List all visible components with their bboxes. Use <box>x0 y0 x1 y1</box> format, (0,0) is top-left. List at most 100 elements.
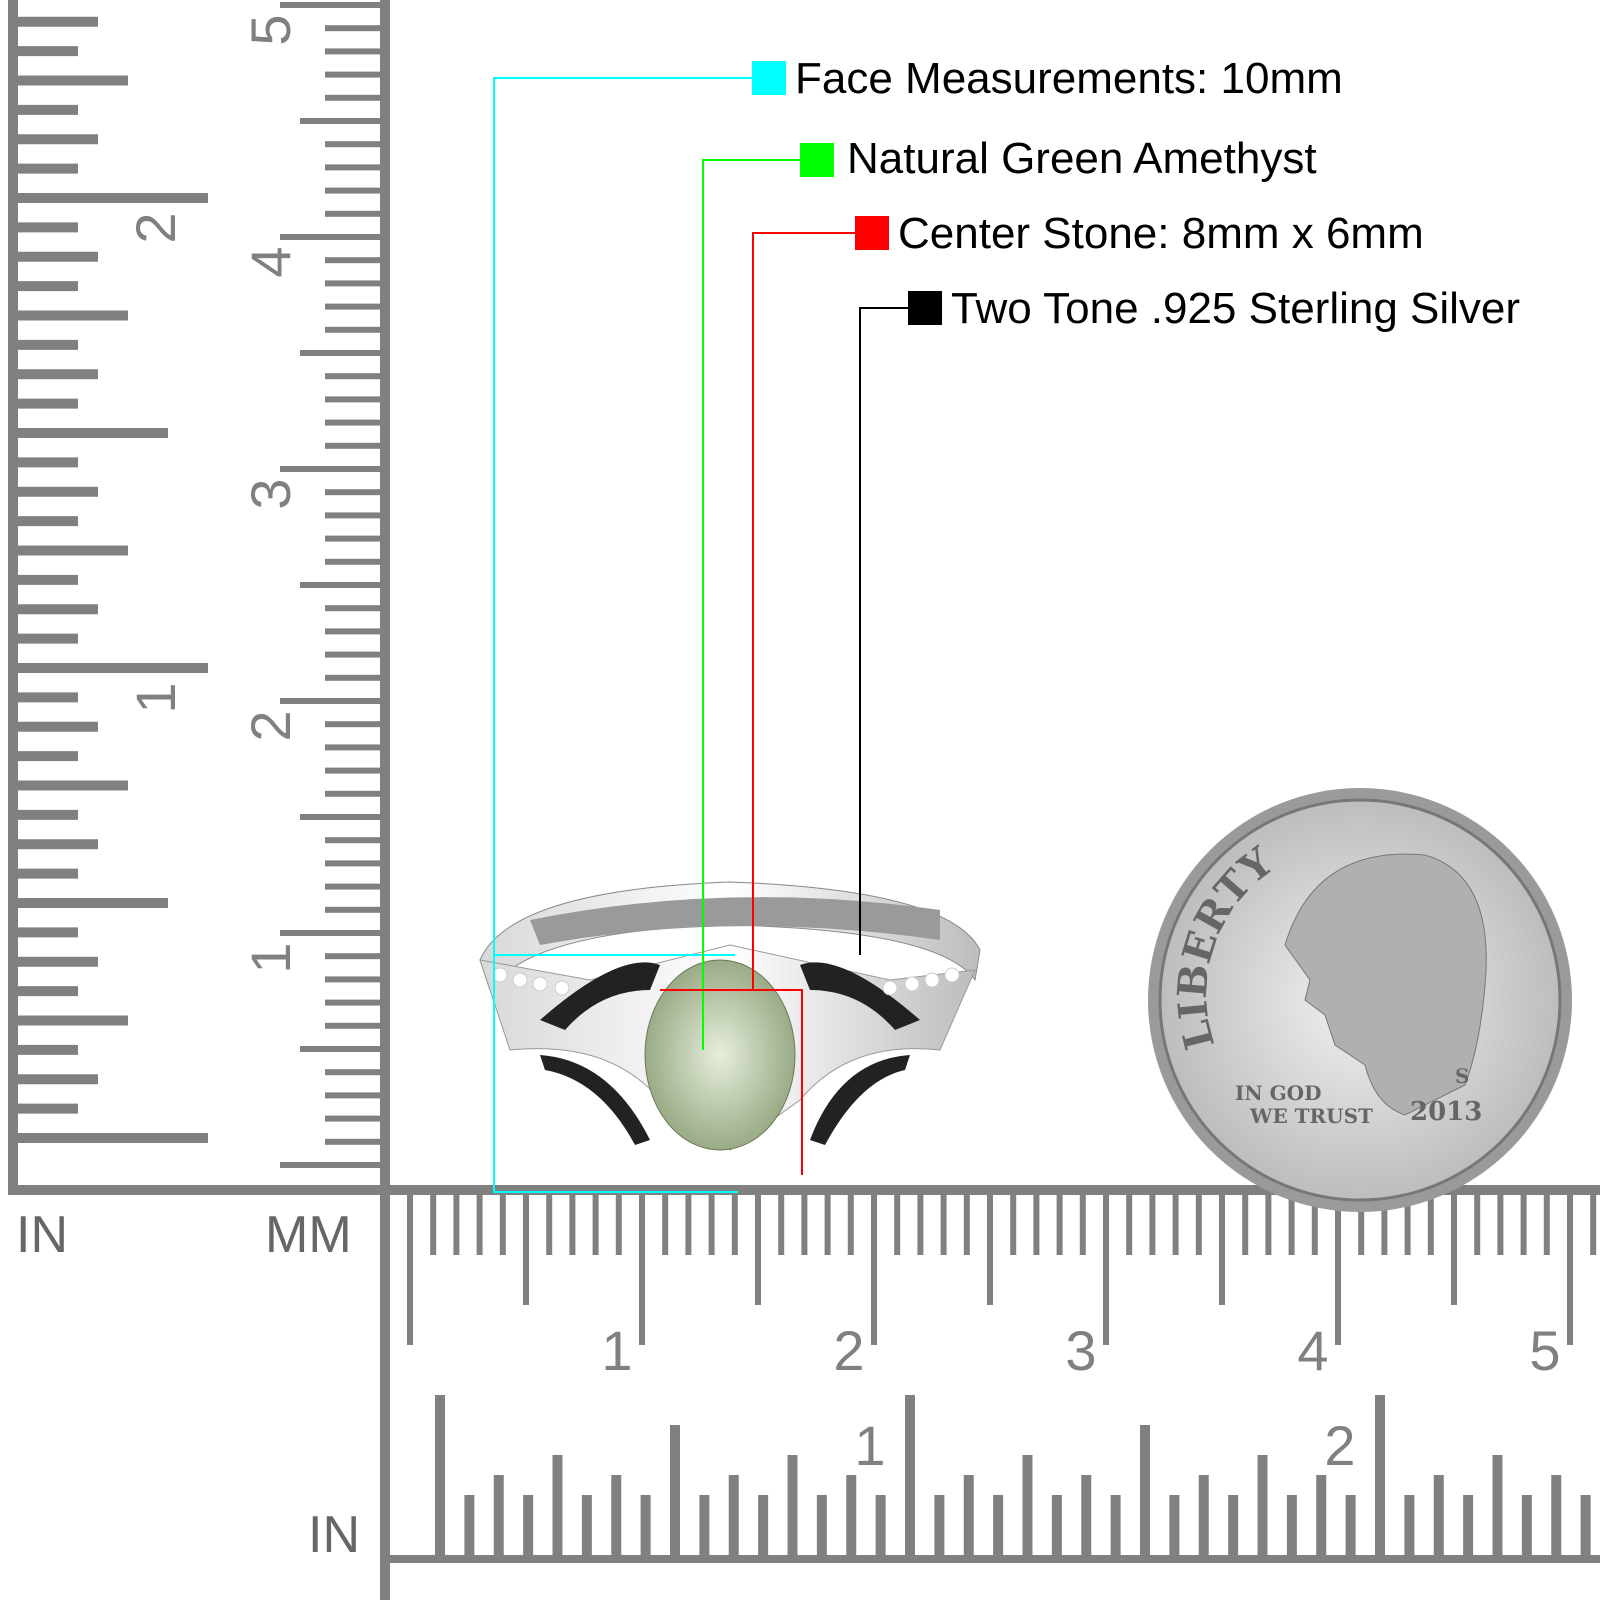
inch-tick <box>816 1495 827 1555</box>
mm-tick <box>280 698 380 704</box>
vertical-ruler-edge-right <box>380 0 390 1600</box>
coin-motto-1: IN GOD <box>1235 1081 1321 1105</box>
inch-tick <box>1551 1475 1562 1555</box>
inch-tick <box>18 986 78 997</box>
ruler-divider <box>8 1185 1600 1195</box>
mm-tick <box>1497 1195 1504 1255</box>
mm-tick <box>1520 1195 1527 1255</box>
mm-tick <box>325 71 380 78</box>
legend-text: Center Stone: 8mm x 6mm <box>898 209 1424 258</box>
inch-tick <box>1492 1455 1503 1555</box>
mm-tick <box>1567 1195 1573 1345</box>
mm-tick <box>940 1195 947 1255</box>
inch-tick <box>18 222 78 233</box>
ring-image <box>479 881 981 1151</box>
mm-tick <box>1056 1195 1063 1255</box>
mm-tick <box>325 558 380 565</box>
mm-tick <box>325 860 380 867</box>
mm-tick <box>325 721 380 728</box>
mm-tick <box>1172 1195 1179 1255</box>
mm-tick <box>1219 1195 1225 1305</box>
inch-tick <box>18 75 128 86</box>
mm-tick <box>280 466 380 472</box>
mm-tick <box>1149 1195 1156 1255</box>
mm-tick <box>847 1195 854 1255</box>
inch-tick <box>758 1495 769 1555</box>
mm-tick <box>1010 1195 1017 1255</box>
inch-tick <box>699 1495 710 1555</box>
inch-tick <box>993 1495 1004 1555</box>
mm-tick <box>523 1195 529 1305</box>
inch-tick <box>18 1103 78 1114</box>
inch-tick <box>18 780 128 791</box>
inch-tick <box>581 1495 592 1555</box>
inch-tick <box>1286 1495 1297 1555</box>
mm-tick <box>801 1195 808 1255</box>
inch-tick <box>1051 1495 1062 1555</box>
horizontal-ruler-edge-bottom <box>380 1555 1600 1563</box>
mm-tick <box>1404 1195 1411 1255</box>
inch-tick <box>18 104 78 115</box>
mm-tick <box>325 94 380 101</box>
mm-tick <box>592 1195 599 1255</box>
inch-tick <box>18 339 78 350</box>
mm-tick <box>280 2 380 8</box>
cm-label: 1 <box>239 942 302 973</box>
inch-tick <box>1580 1495 1591 1555</box>
inch-tick <box>18 16 98 27</box>
cm-label: 3 <box>1065 1319 1096 1382</box>
inch-label: 2 <box>1324 1414 1355 1477</box>
mm-tick <box>325 883 380 890</box>
black-stones-right <box>800 962 920 1145</box>
cm-label: 1 <box>601 1319 632 1382</box>
mm-tick <box>300 350 380 356</box>
center-stone <box>644 959 796 1151</box>
inch-tick <box>464 1495 475 1555</box>
mm-tick <box>778 1195 785 1255</box>
cm-label: 4 <box>239 246 302 277</box>
gem-leader <box>702 159 800 1050</box>
metal-leader <box>859 307 908 955</box>
inch-tick <box>963 1475 974 1555</box>
inch-tick <box>18 516 78 527</box>
coin-motto-2: WE TRUST <box>1249 1104 1373 1128</box>
inch-tick <box>18 398 78 409</box>
mm-tick <box>325 674 380 681</box>
mm-tick <box>325 25 380 32</box>
inch-tick <box>18 193 208 203</box>
inch-tick <box>934 1495 945 1555</box>
mm-tick <box>1451 1195 1457 1305</box>
mm-tick <box>639 1195 645 1345</box>
cm-label: 5 <box>1529 1319 1560 1382</box>
inch-tick <box>1433 1475 1444 1555</box>
coin-mint-mark: S <box>1455 1064 1469 1088</box>
inch-tick <box>18 839 98 850</box>
mm-tick <box>325 1138 380 1145</box>
unit-label-mm: MM <box>265 1206 352 1264</box>
inch-tick <box>1081 1475 1092 1555</box>
mm-tick <box>963 1195 970 1255</box>
inch-tick <box>18 1074 98 1085</box>
mm-tick <box>300 814 380 820</box>
legend-swatch-cyan <box>752 61 786 95</box>
inch-tick <box>1375 1395 1385 1555</box>
mm-tick <box>325 257 380 264</box>
black-stones-left <box>540 962 660 1145</box>
center-leader <box>660 232 855 1175</box>
inch-tick <box>1198 1475 1209 1555</box>
cm-label: 2 <box>833 1319 864 1382</box>
inch-tick <box>1521 1495 1532 1555</box>
mm-tick <box>280 930 380 936</box>
mm-tick <box>325 1092 380 1099</box>
mm-tick <box>325 906 380 913</box>
inch-tick <box>18 809 78 820</box>
mm-tick <box>1590 1195 1597 1255</box>
mm-tick <box>1242 1195 1249 1255</box>
mm-tick <box>708 1195 715 1255</box>
mm-tick <box>325 744 380 751</box>
mm-tick <box>1381 1195 1388 1255</box>
inch-tick <box>1345 1495 1356 1555</box>
inch-tick <box>905 1395 915 1555</box>
mm-tick <box>546 1195 553 1255</box>
